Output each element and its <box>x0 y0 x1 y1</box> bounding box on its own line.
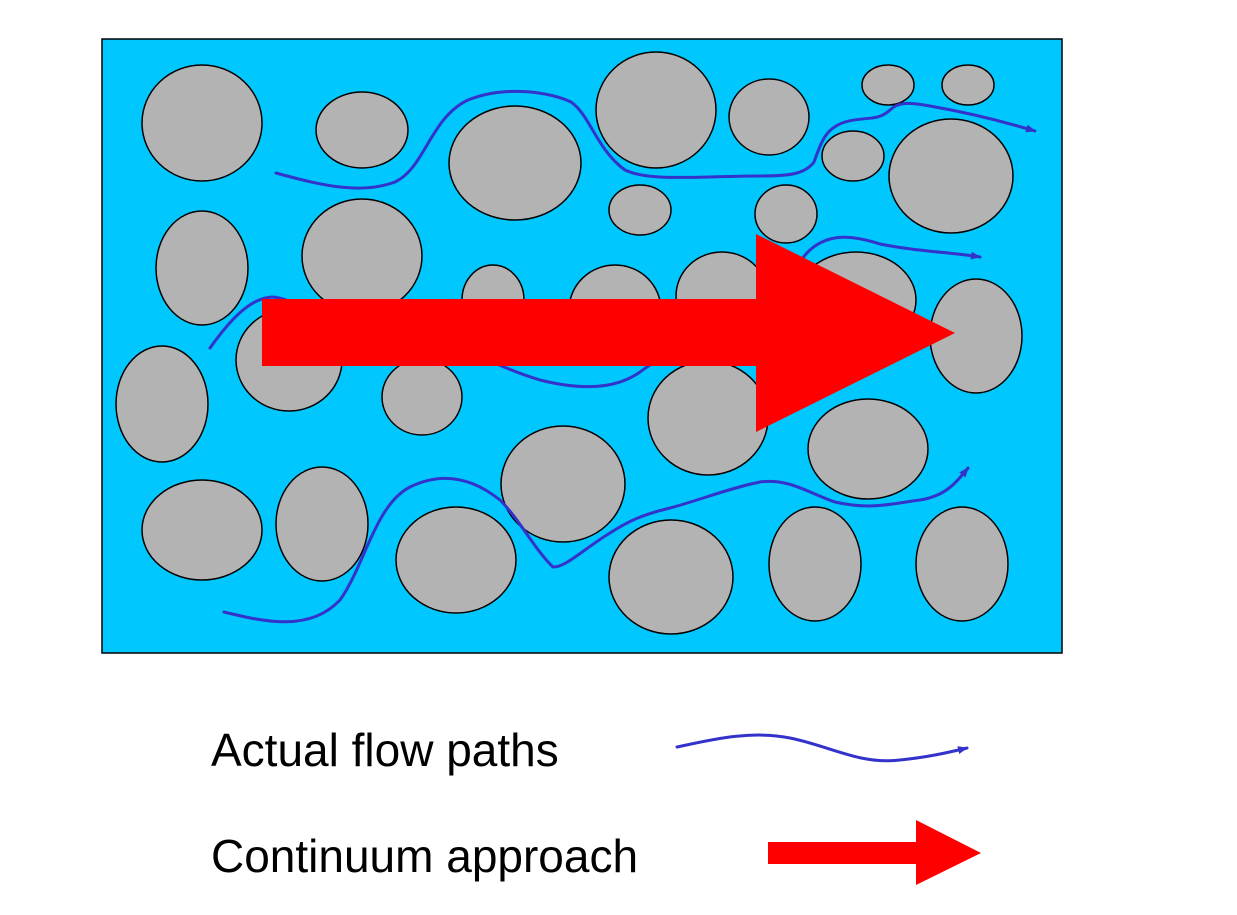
grain <box>595 51 717 169</box>
grain <box>315 91 409 169</box>
grain <box>155 210 249 326</box>
grain <box>821 130 885 182</box>
grain <box>115 345 209 463</box>
grain <box>647 360 769 476</box>
continuum-arrow <box>262 234 955 432</box>
grain <box>500 425 626 543</box>
grain <box>888 118 1014 234</box>
grain <box>915 506 1009 622</box>
legend-swatches <box>675 733 981 885</box>
grain <box>941 64 995 106</box>
grain <box>861 64 915 106</box>
grain <box>754 184 818 244</box>
grain <box>768 506 862 622</box>
grain <box>381 358 463 436</box>
grain <box>301 198 423 314</box>
grain <box>608 519 734 635</box>
solid-grains <box>115 51 1023 635</box>
flow-path-bottom <box>222 466 970 624</box>
legend-flow-path-swatch <box>675 733 969 763</box>
grain <box>807 398 929 500</box>
grain <box>728 78 810 156</box>
grain <box>275 466 369 582</box>
grain <box>141 64 263 182</box>
grain <box>395 506 517 614</box>
legend-continuum-label: Continuum approach <box>211 830 639 882</box>
grain <box>141 479 263 581</box>
flow-path-top <box>274 89 1037 190</box>
grain <box>608 184 672 236</box>
legend-continuum-arrow-swatch <box>768 820 981 885</box>
grain <box>448 105 582 221</box>
legend-flow-paths-label: Actual flow paths <box>211 724 559 776</box>
